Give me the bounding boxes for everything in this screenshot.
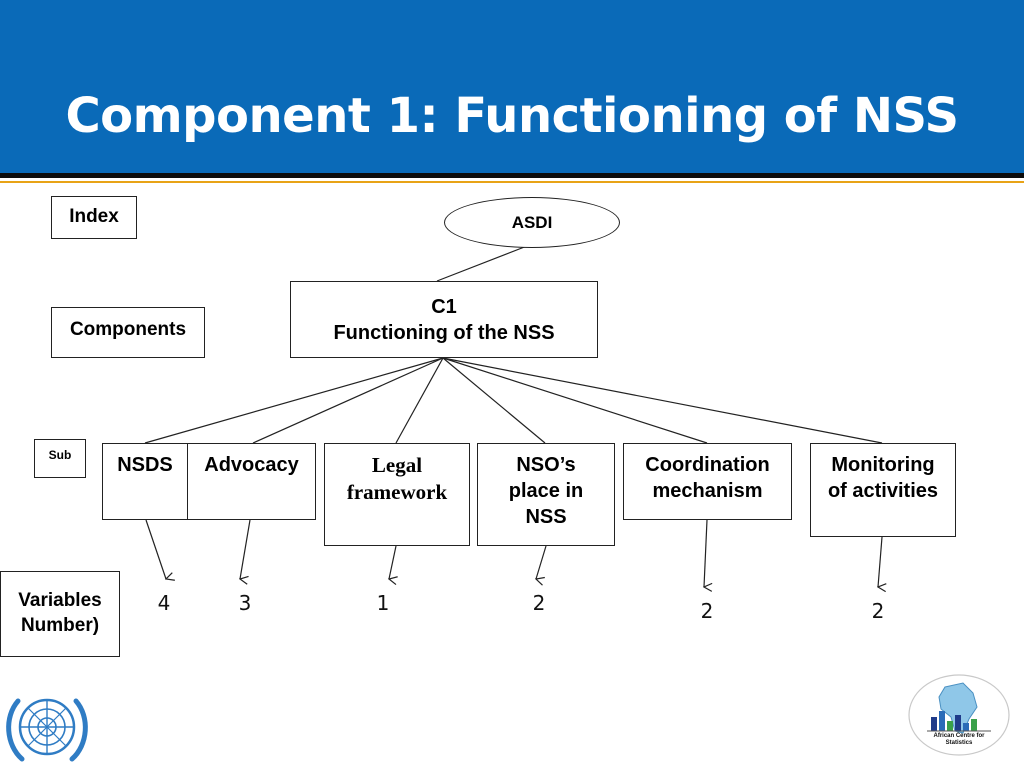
edge-c1-advocacy — [252, 357, 444, 444]
component-code: C1 — [431, 295, 457, 318]
level-components-text: Components — [69, 319, 187, 340]
acs-logo-caption: African Centre for Statistics — [933, 733, 985, 746]
arrow-nsds — [145, 519, 166, 579]
level-sub-text: Sub — [48, 448, 72, 462]
arrow-monitoring — [878, 536, 882, 587]
subcomponent-label: NSO’s place in NSS — [508, 454, 584, 528]
subcomponent-label: Coordination mechanism — [645, 454, 770, 502]
edge-asdi-c1 — [436, 245, 528, 282]
subcomponent-coordination: Coordination mechanism — [623, 443, 792, 520]
level-label-sub: Sub — [34, 439, 86, 478]
component-name: Functioning of the NSS — [333, 321, 555, 344]
level-label-variables: Variables Number) — [0, 571, 120, 657]
subcomponent-nso-place: NSO’s place in NSS — [477, 443, 615, 546]
variable-count-coordination: 2 — [700, 599, 714, 623]
root-node-label: ASDI — [511, 212, 553, 232]
header-divider-black — [0, 173, 1024, 178]
header-divider-gold — [0, 181, 1024, 183]
subcomponent-label: Legal framework — [346, 453, 448, 505]
subcomponent-label: Advocacy — [204, 454, 299, 476]
root-node-asdi: ASDI — [444, 197, 620, 248]
edge-c1-legal — [395, 357, 444, 444]
variable-count-nsds: 4 — [157, 591, 171, 615]
arrow-legal — [389, 545, 396, 579]
edge-c1-monitoring — [442, 357, 883, 444]
variable-count-advocacy: 3 — [238, 591, 252, 615]
level-label-index: Index — [51, 196, 137, 239]
slide-header — [0, 0, 1024, 173]
subcomponent-label: Monitoring of activities — [827, 454, 939, 502]
subcomponent-advocacy: Advocacy — [187, 443, 316, 520]
level-variables-text: Variables Number) — [18, 590, 102, 636]
variable-count-monitoring: 2 — [871, 599, 885, 623]
acs-logo-icon — [908, 674, 1010, 756]
subcomponent-legal-framework: Legal framework — [324, 443, 470, 546]
component-node-c1: C1 Functioning of the NSS — [290, 281, 598, 358]
arrow-advocacy — [240, 519, 251, 579]
level-label-components: Components — [51, 307, 205, 358]
un-emblem-icon — [6, 698, 88, 762]
edge-c1-nsds — [144, 357, 444, 444]
arrow-coordination — [704, 519, 707, 587]
subcomponent-label: NSDS — [117, 454, 173, 476]
subcomponent-nsds: NSDS — [102, 443, 188, 520]
slide-title: Component 1: Functioning of NSS — [65, 88, 959, 144]
edge-c1-coordination — [442, 357, 708, 444]
subcomponent-monitoring: Monitoring of activities — [810, 443, 956, 537]
edge-c1-nso — [442, 357, 546, 444]
level-index-text: Index — [69, 206, 119, 228]
arrow-nso — [536, 545, 547, 579]
variable-count-nso: 2 — [532, 591, 546, 615]
variable-count-legal: 1 — [376, 591, 390, 615]
